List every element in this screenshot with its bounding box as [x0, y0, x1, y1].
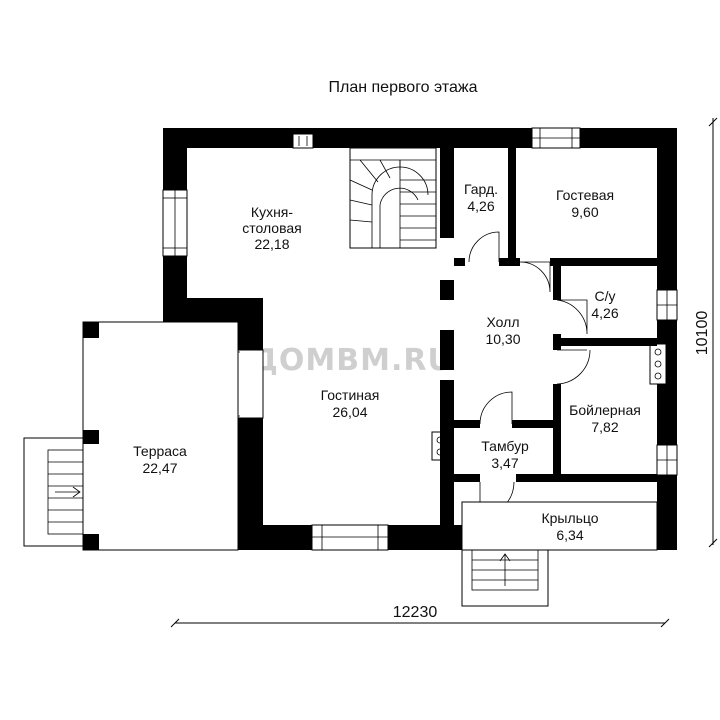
room-kitchen: Кухня- столовая 22,18 [242, 204, 302, 252]
dimension-width [170, 618, 670, 628]
room-living: Гостиная 26,04 [321, 387, 380, 420]
room-area: 10,30 [485, 331, 520, 347]
room-name: Терраса [133, 443, 187, 459]
stairs [349, 147, 437, 249]
room-porch: Крыльцо 6,34 [541, 510, 598, 543]
room-boiler: Бойлерная 7,82 [569, 402, 641, 435]
room-name: Холл [487, 314, 520, 330]
room-name: Тамбур [481, 438, 529, 454]
terrace [23, 321, 239, 551]
porch [461, 501, 658, 607]
room-guest: Гостевая 9,60 [556, 187, 614, 220]
dimension-depth [708, 117, 718, 548]
room-name: С/у [595, 288, 616, 304]
room-name: Бойлерная [569, 402, 641, 418]
room-name: столовая [242, 220, 302, 236]
room-area: 3,47 [491, 455, 518, 471]
room-name: Гард. [464, 181, 498, 197]
room-name: Гостиная [321, 387, 380, 403]
room-area: 9,60 [571, 204, 598, 220]
room-area: 22,18 [254, 236, 289, 252]
room-terrace: Терраса 22,47 [133, 443, 187, 476]
width-dimension: 12230 [393, 604, 438, 621]
room-area: 22,47 [142, 460, 177, 476]
watermark: ДОМВМ.RU [251, 343, 453, 378]
room-area: 7,82 [591, 419, 618, 435]
depth-dimension: 10100 [694, 311, 711, 356]
room-name: Крыльцо [541, 510, 598, 526]
room-area: 6,34 [556, 527, 583, 543]
room-name: Кухня- [251, 204, 293, 220]
room-area: 4,26 [467, 198, 494, 214]
room-wc: С/у 4,26 [591, 288, 618, 321]
room-area: 26,04 [332, 404, 367, 420]
room-area: 4,26 [591, 305, 618, 321]
room-vestibule: Тамбур 3,47 [481, 438, 529, 471]
room-hall: Холл 10,30 [485, 314, 520, 347]
plan-title: План первого этажа [329, 79, 478, 96]
room-wardrobe: Гард. 4,26 [464, 181, 498, 214]
room-name: Гостевая [556, 187, 614, 203]
